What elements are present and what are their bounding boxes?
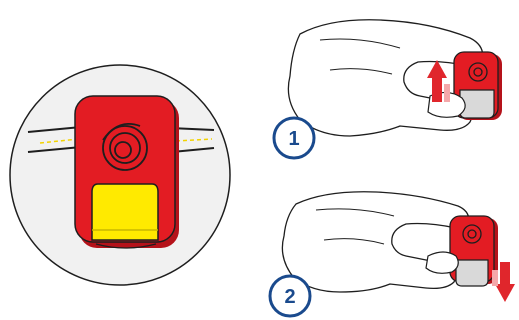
thumb-2 <box>426 252 458 273</box>
step-1-illustration: 1 <box>274 20 502 158</box>
step-2-badge: 2 <box>270 276 310 316</box>
step-2-illustration: 2 <box>270 192 515 316</box>
step-2-number: 2 <box>284 286 295 308</box>
step-1-number: 1 <box>288 128 299 150</box>
detail-circle-group <box>10 65 230 285</box>
slide-cover <box>92 184 158 240</box>
device-2-slide <box>456 260 488 286</box>
step-1-badge: 1 <box>274 118 314 158</box>
